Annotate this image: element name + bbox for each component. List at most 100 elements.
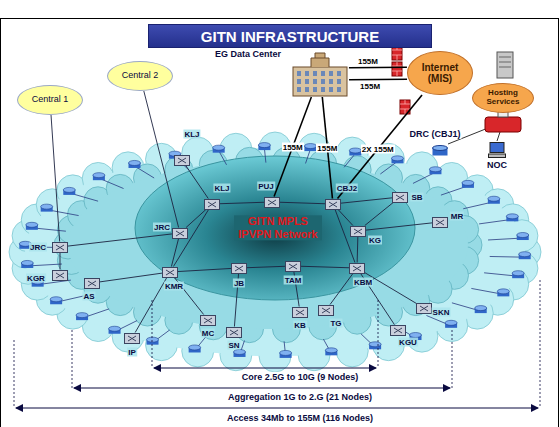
node-icon: [52, 242, 68, 253]
router-box: [319, 305, 334, 315]
access-router-top: [517, 233, 529, 238]
router-box: [53, 242, 68, 252]
access-router-top: [325, 348, 337, 353]
router-mark: [354, 229, 362, 234]
router-node: IP: [124, 333, 140, 344]
node-label: KBM: [353, 278, 373, 287]
access-router-top: [213, 145, 225, 150]
bandwidth-label: 155M: [282, 142, 304, 151]
node-label: Internet (MIS): [414, 62, 466, 84]
router-node: MR: [432, 217, 448, 228]
cloud-body: [25, 148, 525, 356]
router-mark: [329, 202, 337, 207]
building-window: [329, 71, 333, 76]
router-box: [293, 307, 308, 317]
router-mark: [289, 264, 297, 269]
building-tower: [311, 53, 329, 67]
router-mark: [88, 281, 96, 286]
router-box: [163, 267, 178, 277]
router-mark: [128, 336, 136, 341]
network-link: [330, 274, 353, 305]
node-label: JB: [233, 279, 245, 288]
router-mark: [235, 266, 243, 271]
access-router-top: [369, 342, 381, 347]
access-router-top: [462, 180, 474, 185]
router-box: [351, 226, 366, 236]
router-box: [232, 263, 247, 273]
access-router-top: [21, 260, 33, 265]
router-box: [265, 197, 280, 207]
node-icon: [52, 270, 68, 281]
router-mark: [176, 231, 184, 236]
router-node: SB: [392, 192, 408, 203]
network-link: [173, 210, 208, 267]
node-label: SB: [410, 193, 423, 202]
network-link: [274, 97, 311, 197]
router-node: KG: [350, 226, 366, 237]
network-link: [171, 239, 178, 267]
noc-terminal: NOC: [488, 142, 506, 158]
node-icon: [264, 197, 280, 208]
router-box: [350, 263, 365, 273]
access-router-top: [488, 196, 500, 201]
node-label: KLJ: [183, 130, 200, 139]
access-router-top: [506, 214, 518, 219]
aggregation-cloud: [54, 147, 482, 342]
access-router-top: [497, 289, 509, 294]
router-mark: [322, 308, 330, 313]
router-mark: [204, 318, 212, 323]
server-icon: [497, 52, 513, 78]
network-link: [365, 203, 393, 226]
router-node: CBJ2: [325, 199, 341, 210]
core-scale-label: Core 2.5G to 10G (9 Nodes): [240, 372, 361, 382]
data-center-building: EG Data Center: [291, 51, 349, 97]
node-icon: [416, 303, 432, 314]
node-icon: [172, 228, 188, 239]
router-box: [173, 228, 188, 238]
node-icon: [318, 305, 334, 316]
access-link: [306, 149, 311, 163]
access-router-top: [63, 187, 75, 192]
router-box: [85, 278, 100, 288]
node-icon: [285, 261, 301, 272]
router-box: [201, 315, 216, 325]
network-link: [341, 198, 392, 203]
network-link: [366, 223, 432, 230]
router-node: KLJ: [204, 199, 220, 210]
node-label: MC: [201, 329, 215, 338]
router-mark: [56, 245, 64, 250]
building-window: [305, 79, 309, 84]
node-icon: [292, 307, 308, 318]
router-mark: [420, 306, 428, 311]
network-link: [247, 266, 285, 267]
access-router-top: [234, 349, 246, 354]
bandwidth-label: 155M: [359, 81, 381, 90]
node-icon: [204, 199, 220, 210]
building-window: [305, 87, 309, 92]
node-icon: [231, 263, 247, 274]
router-node: JB: [231, 263, 247, 274]
node-icon: [200, 315, 216, 326]
node-label: DRC (CBJ1): [408, 129, 461, 139]
node-label: EG Data Center: [214, 49, 282, 59]
network-link: [60, 253, 61, 270]
building-window: [313, 71, 317, 76]
node-label: AS: [82, 292, 95, 301]
title-banner: GITN INFRASTRUCTURE: [148, 24, 432, 48]
node-icon: [390, 325, 406, 336]
network-link: [186, 166, 209, 199]
node-label: SN: [227, 341, 240, 350]
access-router-top: [50, 297, 62, 302]
router-box: [393, 192, 408, 202]
node-label: JRC: [153, 223, 171, 232]
router-node: KMR: [162, 267, 178, 278]
drc-router: DRC (CBJ1): [432, 145, 448, 156]
router-mark: [436, 220, 444, 225]
node-label: IP: [127, 348, 137, 357]
node-icon: [350, 226, 366, 237]
building-window: [297, 71, 301, 76]
building-window: [313, 79, 317, 84]
bandwidth-label: 155M: [316, 143, 338, 152]
